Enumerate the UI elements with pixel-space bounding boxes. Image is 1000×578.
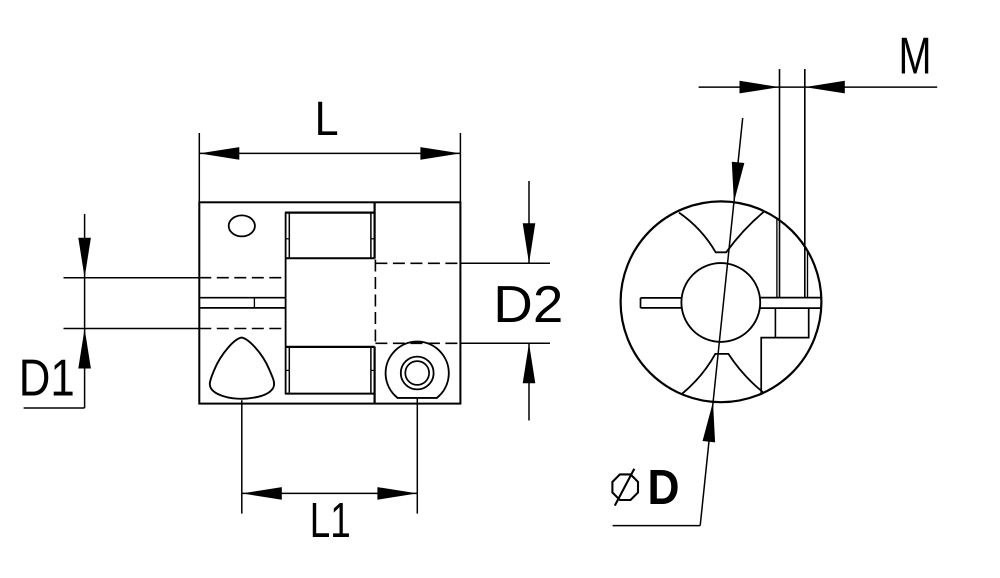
- svg-text:D: D: [648, 461, 680, 515]
- svg-text:D2: D2: [493, 276, 563, 334]
- svg-text:L1: L1: [310, 494, 351, 548]
- svg-text:D1: D1: [19, 350, 75, 408]
- svg-text:L: L: [315, 93, 339, 146]
- svg-text:M: M: [899, 27, 932, 85]
